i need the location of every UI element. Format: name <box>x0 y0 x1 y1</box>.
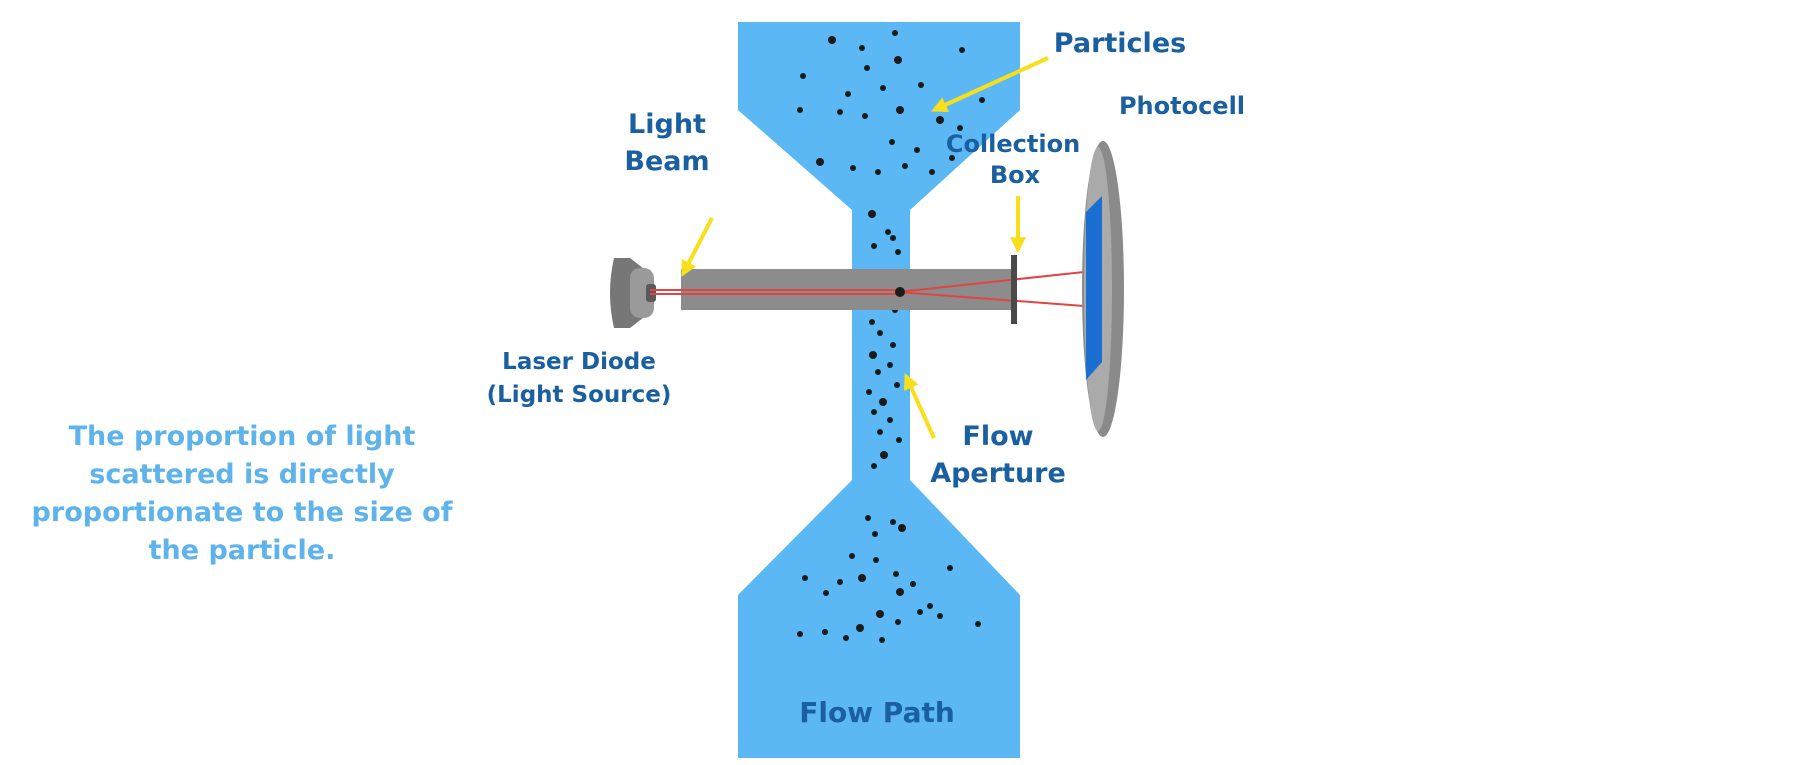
particle-dot <box>850 165 856 171</box>
particle-dot <box>837 109 843 115</box>
label-collection-box-line1: Collection <box>946 130 1080 158</box>
particles-group <box>797 30 985 643</box>
particle-dot <box>910 581 916 587</box>
particle-dot <box>837 579 843 585</box>
particle-dot <box>876 610 884 618</box>
particle-dot <box>869 319 875 325</box>
label-laser-diode-line1: Laser Diode <box>502 349 656 375</box>
particle-dot <box>918 82 924 88</box>
particle-dot <box>843 635 849 641</box>
particle-dot <box>914 147 920 153</box>
label-flow-aperture-line2: Aperture <box>930 458 1066 489</box>
particle-dot <box>937 613 943 619</box>
particle-dot <box>865 515 871 521</box>
particle-dot <box>895 249 901 255</box>
particle-dot <box>828 36 836 44</box>
laser-beam <box>650 271 1085 307</box>
particle-dot <box>894 382 900 388</box>
particle-dot <box>864 65 870 71</box>
light-beam-arrow <box>681 217 714 277</box>
particle-dot <box>877 429 883 435</box>
caption-line3: proportionate to the size of <box>32 497 453 528</box>
label-photocell: Photocell <box>1119 92 1245 120</box>
particle-dot <box>890 235 896 241</box>
particle-dot <box>859 45 865 51</box>
particle-dot <box>887 417 893 423</box>
particle-dot <box>902 163 908 169</box>
particle-dot <box>885 229 891 235</box>
particle-dot <box>896 437 902 443</box>
particle-dot <box>890 519 896 525</box>
particle-dot <box>856 624 864 632</box>
particle-dot <box>929 169 935 175</box>
caption-line4: the particle. <box>149 535 336 566</box>
particle-dot <box>893 571 899 577</box>
particle-dot <box>947 565 953 571</box>
particle-dot <box>875 169 881 175</box>
collection-box <box>1011 255 1017 324</box>
particle-dot <box>845 91 851 97</box>
particle-dot <box>957 125 963 131</box>
particle-dot <box>892 30 898 36</box>
particle-dot <box>896 106 904 114</box>
particle-dot <box>895 619 901 625</box>
caption-line2: scattered is directly <box>89 459 395 490</box>
particle-dot <box>880 85 886 91</box>
particle-dot <box>927 603 933 609</box>
particle-dot <box>858 574 866 582</box>
photocell <box>1082 141 1124 437</box>
particle-dot <box>875 369 881 375</box>
particle-dot <box>871 463 877 469</box>
particle-dot <box>889 139 895 145</box>
particle-dot <box>894 56 902 64</box>
particle-dot <box>866 389 872 395</box>
particle-dot <box>979 97 985 103</box>
particle-dot <box>869 351 877 359</box>
particle-dot <box>896 588 904 596</box>
particle-dot <box>949 155 955 161</box>
particle-dot <box>871 409 877 415</box>
particle-dot <box>917 609 923 615</box>
particle-dot <box>877 330 883 336</box>
particle-dot <box>822 629 828 635</box>
particle-dot <box>802 575 808 581</box>
particle-dot <box>898 524 906 532</box>
particle-dot <box>873 557 879 563</box>
particle-dot <box>800 73 806 79</box>
flow-aperture-arrow <box>903 373 936 439</box>
particle-dot <box>936 116 944 124</box>
label-flow-path: Flow Path <box>799 696 955 729</box>
particles-arrow <box>931 56 1049 112</box>
label-flow-aperture-line1: Flow <box>962 421 1033 452</box>
particle-dot <box>879 398 887 406</box>
particle-dot <box>871 243 877 249</box>
flow-channel <box>738 22 1020 758</box>
particle-dot <box>872 531 878 537</box>
label-collection-box-line2: Box <box>990 161 1041 189</box>
particle-dot <box>959 47 965 53</box>
particle-dot <box>887 362 893 368</box>
particle-dot <box>975 621 981 627</box>
particle-dot <box>816 158 824 166</box>
particle-dot <box>823 590 829 596</box>
particle-dot <box>862 113 868 119</box>
particle-dot <box>879 637 885 643</box>
particle-dot <box>868 210 876 218</box>
particle-dot <box>880 451 888 459</box>
scattering-particle <box>895 287 905 297</box>
particle-dot <box>797 107 803 113</box>
laser-diode <box>610 258 656 328</box>
particle-dot <box>890 342 896 348</box>
particle-dot <box>849 553 855 559</box>
particle-dot <box>797 631 803 637</box>
caption-line1: The proportion of light <box>69 421 416 452</box>
label-laser-diode-line2: (Light Source) <box>487 382 672 408</box>
label-particles: Particles <box>1054 28 1186 59</box>
label-light-beam-line1: Light <box>628 109 706 140</box>
label-light-beam-line2: Beam <box>624 146 709 177</box>
